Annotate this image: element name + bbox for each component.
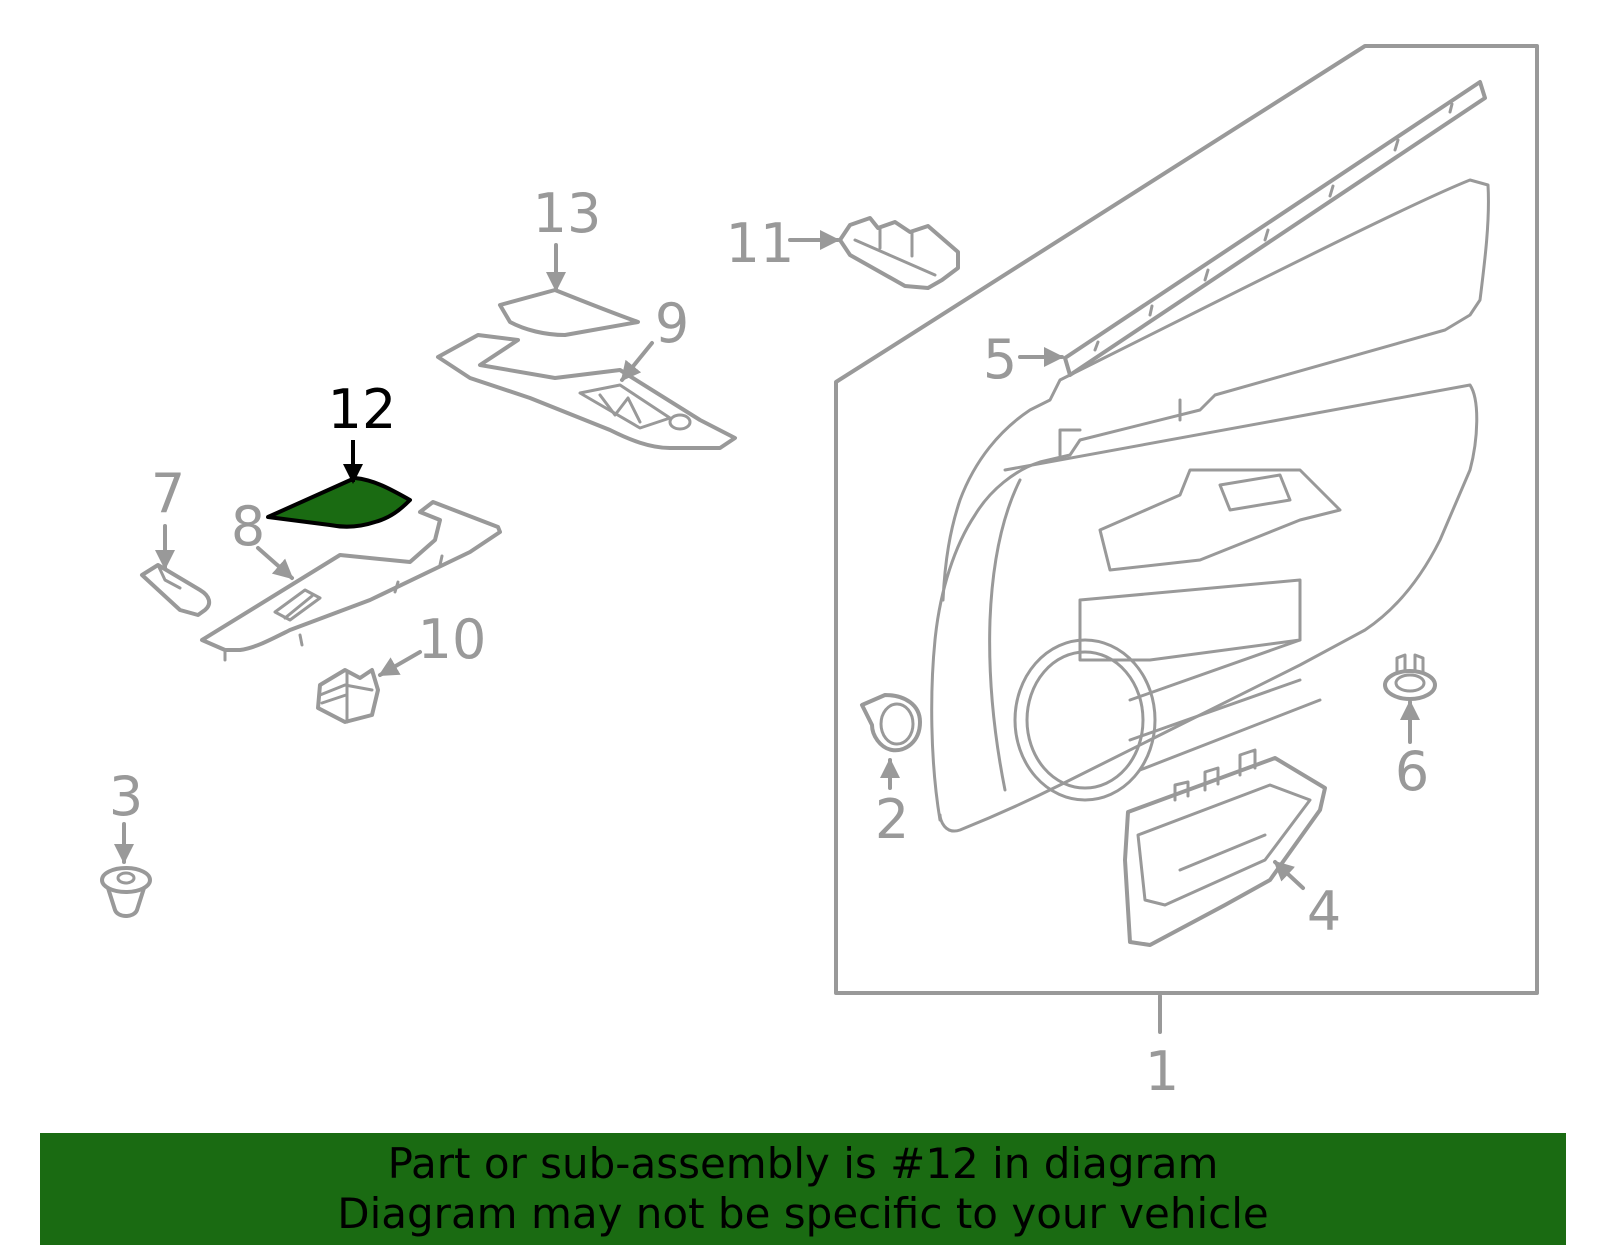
callout-7: 7 [151, 462, 185, 525]
part-4-door-pocket [1123, 748, 1327, 947]
callout-11: 11 [726, 212, 795, 275]
part-7-bracket [140, 563, 212, 617]
callout-9: 9 [655, 292, 689, 355]
callout-2: 2 [875, 788, 909, 851]
part-8-switch-bezel [200, 500, 502, 662]
callout-1: 1 [1145, 1040, 1179, 1103]
banner-line-1: Part or sub-assembly is #12 in diagram [387, 1139, 1219, 1188]
part-12-trim-panel-highlighted[interactable] [266, 476, 412, 529]
callout-13: 13 [533, 182, 602, 245]
callout-10: 10 [418, 608, 487, 671]
callout-4: 4 [1307, 880, 1341, 943]
part-2-clip [860, 693, 922, 753]
part-3-push-clip [100, 866, 152, 918]
part-9-switch-bezel [436, 333, 737, 450]
callout-3: 3 [109, 765, 143, 828]
callout-6: 6 [1395, 740, 1429, 803]
part-13-trim-panel [498, 288, 640, 337]
part-5-weatherstrip [1063, 80, 1487, 377]
banner-line-2: Diagram may not be specific to your vehi… [337, 1189, 1269, 1238]
callout-5: 5 [983, 328, 1017, 391]
callout-8: 8 [231, 495, 265, 558]
part-11-master-switch [838, 216, 960, 290]
part-1-door-trim-panel [834, 44, 1539, 995]
callout-12: 12 [328, 378, 397, 441]
info-banner: Part or sub-assembly is #12 in diagram D… [40, 1133, 1566, 1245]
part-10-window-switch [316, 668, 380, 724]
part-6-clip [1383, 653, 1437, 701]
